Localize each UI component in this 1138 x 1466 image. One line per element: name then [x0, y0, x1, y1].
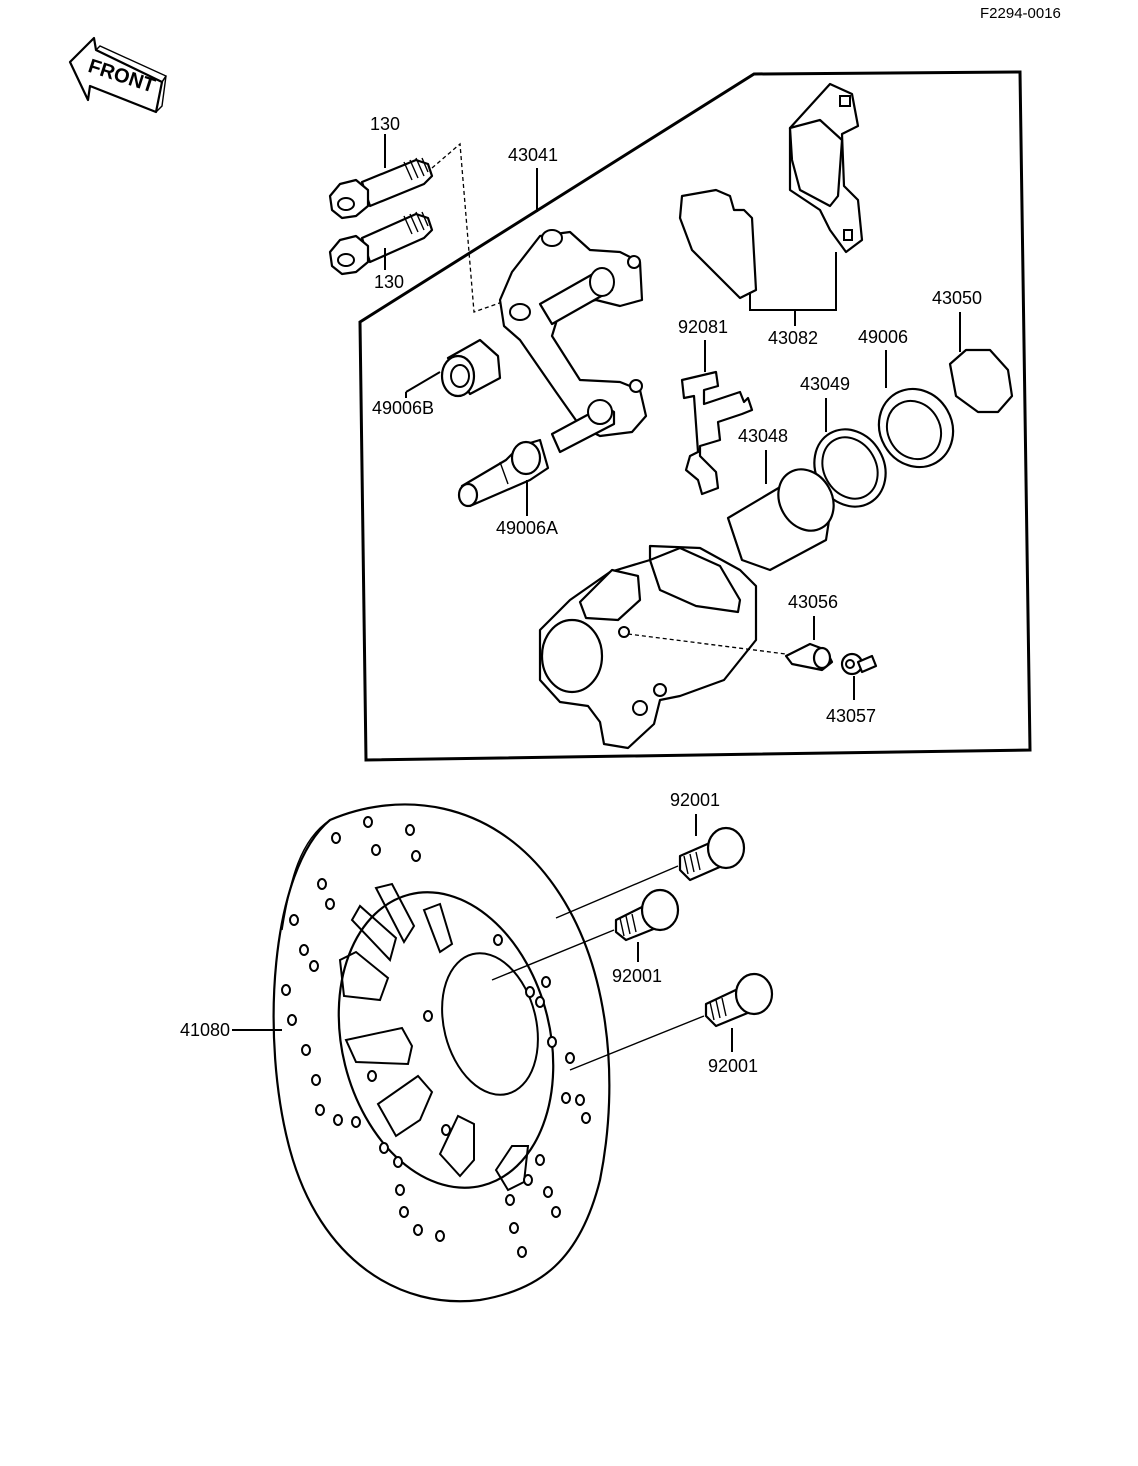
disc-bolt-92001-b [614, 888, 680, 942]
pad-right [788, 82, 864, 254]
disc-vent-hole [325, 898, 335, 910]
disc-vent-hole [351, 1116, 361, 1128]
caliper-holder [498, 229, 648, 454]
callout-43049: 43049 [800, 374, 850, 394]
disc-vent-hole [435, 1230, 445, 1242]
callout-130-upper: 130 [370, 114, 400, 134]
callout-43057: 43057 [826, 706, 876, 726]
disc-vent-hole [281, 984, 291, 996]
disc-vent-hole [547, 1036, 557, 1048]
callout-41080: 41080 [180, 1020, 230, 1040]
disc-vent-hole [363, 816, 373, 828]
disc-vent-hole [535, 996, 545, 1008]
disc-vent-hole [287, 1014, 297, 1026]
front-arrow-icon: FRONT [68, 36, 168, 114]
callout-43050: 43050 [932, 288, 982, 308]
bolt-130-lower [328, 211, 434, 276]
piston-seal-43049 [813, 428, 887, 508]
disc-vent-hole [565, 1052, 575, 1064]
callout-92001-b: 92001 [612, 966, 662, 986]
disc-vent-hole [541, 976, 551, 988]
disc-vent-hole [551, 1206, 561, 1218]
disc-vent-hole [505, 1194, 515, 1206]
bleed-valve-43056 [784, 642, 834, 672]
disc-vent-hole [561, 1092, 571, 1104]
bleed-cap-43057 [840, 652, 878, 676]
disc-vent-hole [299, 944, 309, 956]
disc-vent-hole [517, 1246, 527, 1258]
callout-43056: 43056 [788, 592, 838, 612]
bolt-130-upper [328, 157, 434, 220]
callout-49006A: 49006A [496, 518, 558, 538]
disc-vent-hole [395, 1184, 405, 1196]
pin-49006A [457, 438, 550, 508]
disc-vent-hole [575, 1094, 585, 1106]
disc-vent-hole [393, 1156, 403, 1168]
disc-bolt-92001-a [678, 826, 746, 882]
disc-vent-hole [493, 934, 503, 946]
disc-vent-hole [371, 844, 381, 856]
disc-vent-hole [309, 960, 319, 972]
callout-43048: 43048 [738, 426, 788, 446]
callout-43041: 43041 [508, 145, 558, 165]
seal-49006 [877, 387, 955, 469]
disc-vent-hole [333, 1114, 343, 1126]
callout-49006: 49006 [858, 327, 908, 347]
disc-vent-hole [301, 1044, 311, 1056]
diagram-ref: F2294-0016 [980, 5, 1061, 22]
disc-vent-hole [289, 914, 299, 926]
caliper-body [538, 544, 758, 750]
cap-43050 [948, 348, 1014, 414]
disc-vent-hole [311, 1074, 321, 1086]
callout-92001-a: 92001 [670, 790, 720, 810]
disc-vent-hole [413, 1224, 423, 1236]
boot-49006B [440, 338, 502, 398]
disc-vent-hole [535, 1154, 545, 1166]
piston-43048 [726, 468, 835, 572]
callout-92001-c: 92001 [708, 1056, 758, 1076]
pad-left [678, 188, 758, 300]
caliper-assembly-outline [358, 70, 1032, 762]
disc-vent-hole [423, 1010, 433, 1022]
disc-vent-hole [315, 1104, 325, 1116]
disc-vent-hole [317, 878, 327, 890]
disc-vent-hole [367, 1070, 377, 1082]
disc-vent-hole [331, 832, 341, 844]
pad-spring [680, 370, 754, 496]
disc-bolt-92001-c [704, 972, 774, 1028]
disc-vent-hole [405, 824, 415, 836]
disc-vent-hole [399, 1206, 409, 1218]
disc-vent-hole [581, 1112, 591, 1124]
disc-vent-hole [523, 1174, 533, 1186]
callout-130-lower: 130 [374, 272, 404, 292]
callout-43082: 43082 [768, 328, 818, 348]
callout-49006B: 49006B [372, 398, 434, 418]
disc-vent-hole [543, 1186, 553, 1198]
callout-92081: 92081 [678, 317, 728, 337]
disc-vent-hole [509, 1222, 519, 1234]
disc-holes [281, 816, 591, 1258]
disc-vent-hole [525, 986, 535, 998]
disc-vent-hole [441, 1124, 451, 1136]
disc-vent-hole [379, 1142, 389, 1154]
disc-vent-hole [411, 850, 421, 862]
